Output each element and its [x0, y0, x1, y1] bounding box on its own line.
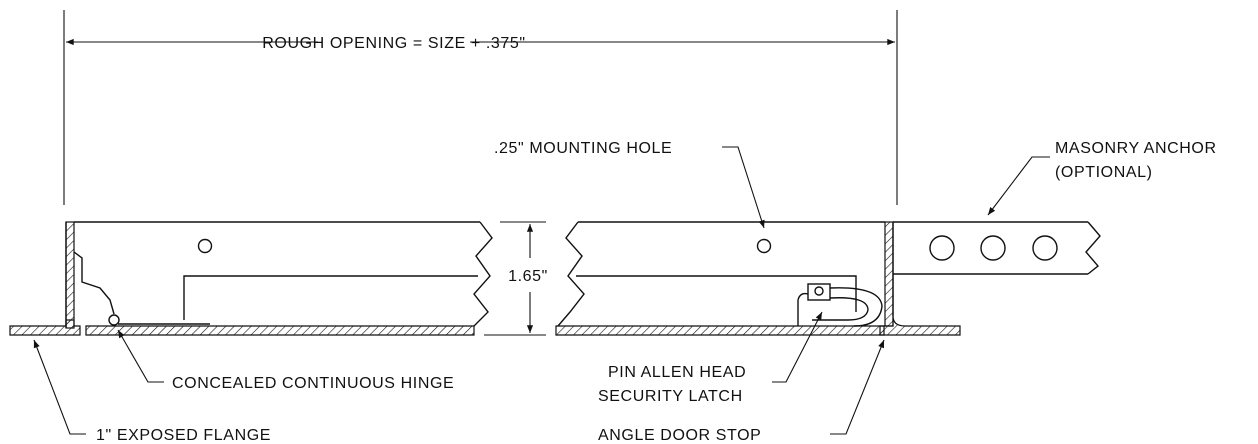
flange-label: 1" EXPOSED FLANGE [96, 427, 271, 444]
mounting-hole-label: .25" MOUNTING HOLE [494, 140, 672, 157]
latch-label-line1: PIN ALLEN HEAD [608, 364, 746, 381]
right-frame-wall [879, 221, 961, 336]
callout-labels: .25" MOUNTING HOLE MASONRY ANCHOR (OPTIO… [96, 140, 1217, 444]
anchor-hole-icon [929, 235, 955, 261]
frame-body-left [74, 221, 493, 336]
anchor-hole-icon [1032, 235, 1058, 261]
latch-label-line2: SECURITY LATCH [598, 388, 743, 405]
hinge-pin-icon [108, 314, 120, 326]
depth-label: 1.65" [508, 268, 548, 285]
rough-opening-label: ROUGH OPENING = SIZE + .375" [262, 35, 525, 52]
concealed-hinge [73, 251, 210, 326]
frame-body-right [555, 221, 885, 336]
depth-dimension: 1.65" [484, 221, 548, 336]
mounting-hole-icon [756, 238, 772, 254]
masonry-anchor-label: MASONRY ANCHOR [1055, 140, 1217, 157]
security-latch [797, 283, 883, 327]
left-exposed-flange [9, 319, 81, 336]
anchor-hole-icon [980, 235, 1006, 261]
door-stop-label: ANGLE DOOR STOP [598, 427, 761, 444]
callout-leaders [33, 146, 1050, 435]
mounting-hole-icon [197, 238, 213, 254]
left-frame-wall [65, 221, 75, 329]
hinge-label: CONCEALED CONTINUOUS HINGE [172, 375, 454, 392]
masonry-anchor [893, 221, 1101, 275]
rough-opening-dimension: ROUGH OPENING = SIZE + .375" [63, 10, 898, 205]
masonry-anchor-optional-label: (OPTIONAL) [1055, 164, 1153, 181]
